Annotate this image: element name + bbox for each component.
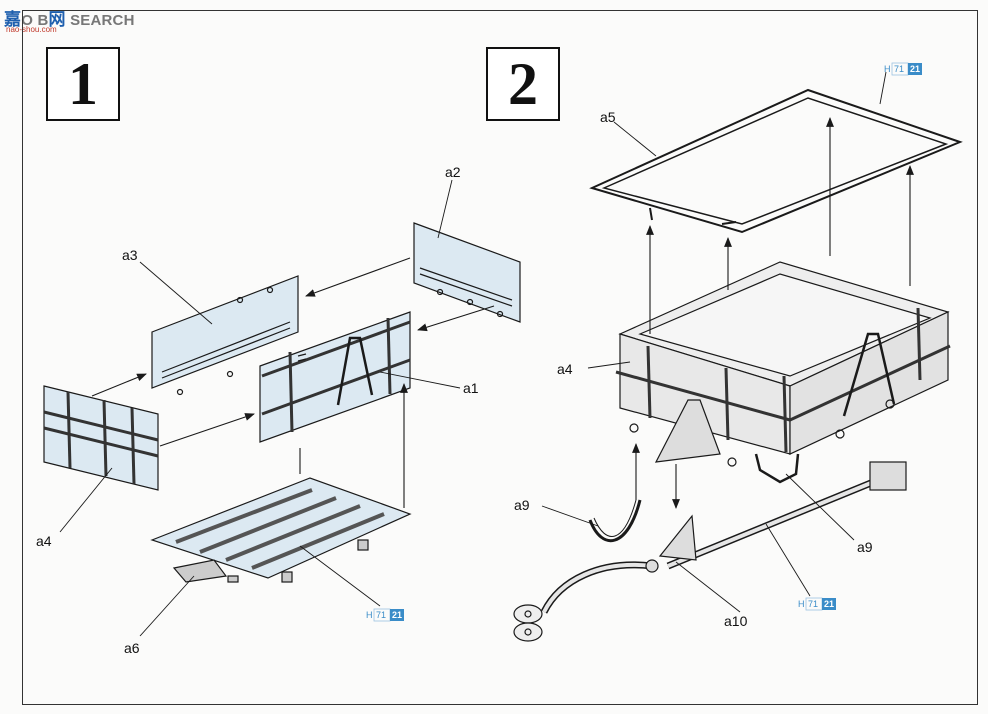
step-1-badge: 1: [46, 47, 120, 121]
ref-prefix: H: [884, 64, 891, 74]
part-a3-panel: [151, 275, 299, 396]
label-a10: a10: [724, 613, 748, 629]
watermark-char-2: 网: [48, 10, 66, 29]
ref-prefix: H: [366, 610, 373, 620]
part-a2-panel: [413, 222, 521, 323]
part-a1-panel: [259, 311, 411, 443]
step-2-arrows: [632, 117, 914, 509]
ref-part: 21: [392, 610, 402, 620]
label-a3: a3: [122, 247, 138, 263]
ref-prefix: H: [798, 599, 805, 609]
label-a6: a6: [124, 640, 140, 656]
part-a10-drawbar: [513, 461, 907, 642]
label-a4-left: a4: [36, 533, 52, 549]
step-1-drawing: [43, 179, 521, 637]
label-a4-right: a4: [557, 361, 573, 377]
ref-sheet: 71: [376, 610, 386, 620]
label-a9-right: a9: [857, 539, 873, 555]
part-ref-1: H 71 21: [366, 608, 404, 622]
ref-sheet: 71: [894, 64, 904, 74]
step-2-leaders: [541, 71, 887, 613]
ref-sheet: 71: [808, 599, 818, 609]
watermark-text: O B: [21, 12, 49, 29]
page-border: [22, 10, 978, 705]
watermark-logo: 嘉O B网 SEARCH: [4, 5, 135, 30]
part-ref-3: H 71 21: [798, 597, 836, 611]
part-a4-panel: [43, 385, 159, 491]
step-2-badge: 2: [486, 47, 560, 121]
part-a5-frame: [589, 88, 963, 234]
step-1-arrows: [91, 257, 495, 508]
part-ref-2: H 71 21: [884, 62, 922, 76]
label-a5: a5: [600, 109, 616, 125]
label-a9-left: a9: [514, 497, 530, 513]
step-2-drawing: [513, 71, 963, 642]
part-a4-box: [615, 261, 951, 484]
ref-part: 21: [824, 599, 834, 609]
watermark-url: nao-shou.com: [6, 25, 57, 34]
step-1-leaders: [59, 179, 461, 637]
ref-part: 21: [910, 64, 920, 74]
part-a9-clip: [588, 499, 642, 543]
watermark-char: 嘉: [4, 10, 22, 29]
label-a1: a1: [463, 380, 479, 396]
label-a2: a2: [445, 164, 461, 180]
watermark-search: SEARCH: [70, 12, 135, 29]
part-labels: a2 a3 a1 a4 a6 a5 a4 a9 a9 a10: [36, 109, 873, 656]
part-a6-floor: [150, 477, 412, 583]
